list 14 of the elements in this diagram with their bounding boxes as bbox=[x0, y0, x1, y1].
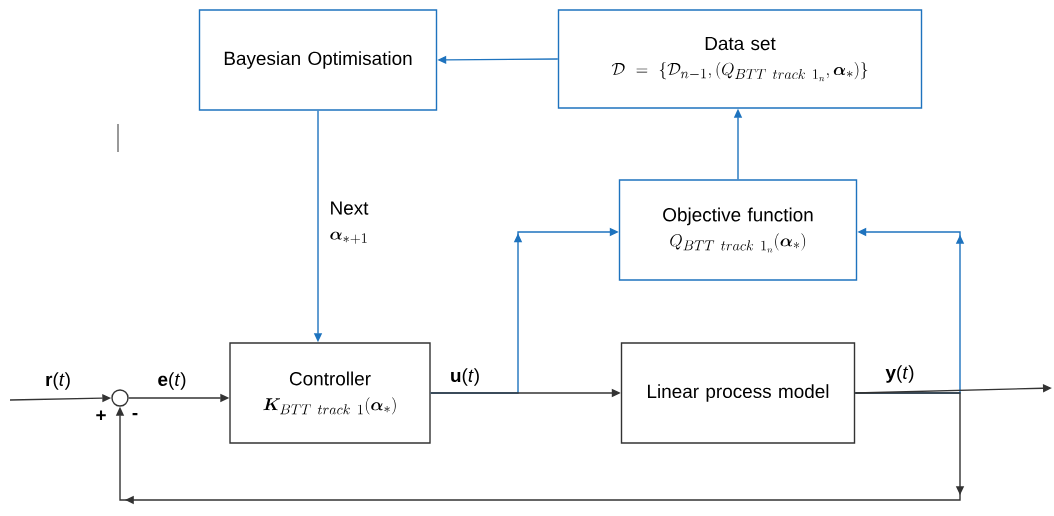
summing-junction bbox=[111, 389, 129, 407]
process-box: Linear process model bbox=[620, 342, 856, 444]
sign-label: + bbox=[96, 410, 106, 421]
edge-label: $\begin{array}{l}\text{Next}\\ \boldsymbol{\alpha}_{*+1}\end{array}$ bbox=[323, 196, 375, 248]
process-box: Bayesian Optimisation bbox=[198, 9, 438, 111]
edge-label: r(t) bbox=[44, 371, 72, 391]
edge-label: y(t) bbox=[884, 364, 916, 384]
process-box: Objective function $Q_{BTT\ track\ 1_n}(\boldsymbol{\alpha}_*)$ bbox=[618, 179, 858, 281]
process-box: Controller $\boldsymbol{K}_{BTT\ track\ 1}(\boldsymbol{\alpha}_*)$ bbox=[229, 342, 431, 444]
edge-label: e(t) bbox=[156, 371, 188, 391]
edge-label: u(t) bbox=[448, 367, 482, 387]
process-box: Data set $\mathcal{D} = \{\mathcal{D}_{n-1}, (Q_{BTT\ track\ 1_n}, \boldsymbol{\alpha}_*)\}$ bbox=[557, 9, 923, 109]
arrow bbox=[115, 392, 965, 505]
sign-label: - bbox=[132, 412, 138, 416]
